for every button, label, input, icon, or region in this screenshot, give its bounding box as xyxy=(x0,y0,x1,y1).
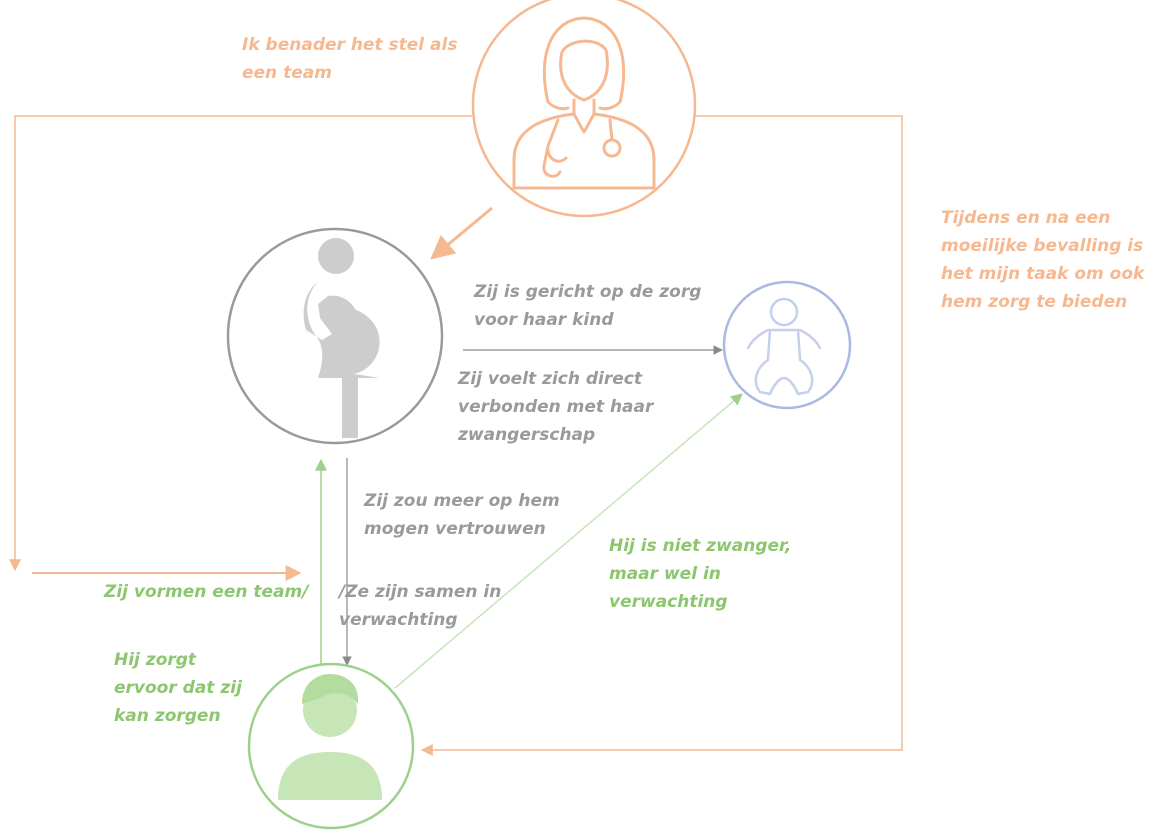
partner-to-baby-arrow xyxy=(394,393,743,689)
baby-icon xyxy=(746,297,822,396)
he-cares-label: Hij zorgt ervoor dat zij kan zorgen xyxy=(114,650,242,726)
team-right-label: /Ze zijn samen in verwachting xyxy=(339,582,502,630)
trust-him-label: Zij zou meer op hem mogen vertrouwen xyxy=(364,491,560,539)
doctor-icon xyxy=(512,16,656,190)
doctor-team-label: Ik benader het stel als een team xyxy=(242,35,458,83)
pregnant-woman-node xyxy=(226,227,444,445)
not-pregnant-label: Hij is niet zwanger, maar wel in verwach… xyxy=(609,536,792,612)
connected-pregnancy-label: Zij voelt zich direct verbonden met haar… xyxy=(458,369,654,445)
doctor-to-team-connector xyxy=(8,115,472,572)
baby-node xyxy=(722,280,852,410)
care-child-label: Zij is gericht op de zorg voor haar kind xyxy=(474,282,702,330)
partner-node xyxy=(247,662,415,830)
doctor-task-label: Tijdens en na een moeilijke bevalling is… xyxy=(941,208,1145,312)
doctor-to-woman-arrow xyxy=(430,206,493,260)
doctor-node xyxy=(471,0,697,218)
doctor-to-partner-connector xyxy=(420,115,903,756)
team-left-label: Zij vormen een team/ xyxy=(104,582,309,602)
pregnant-woman-icon xyxy=(303,238,380,438)
man-icon xyxy=(278,674,382,800)
